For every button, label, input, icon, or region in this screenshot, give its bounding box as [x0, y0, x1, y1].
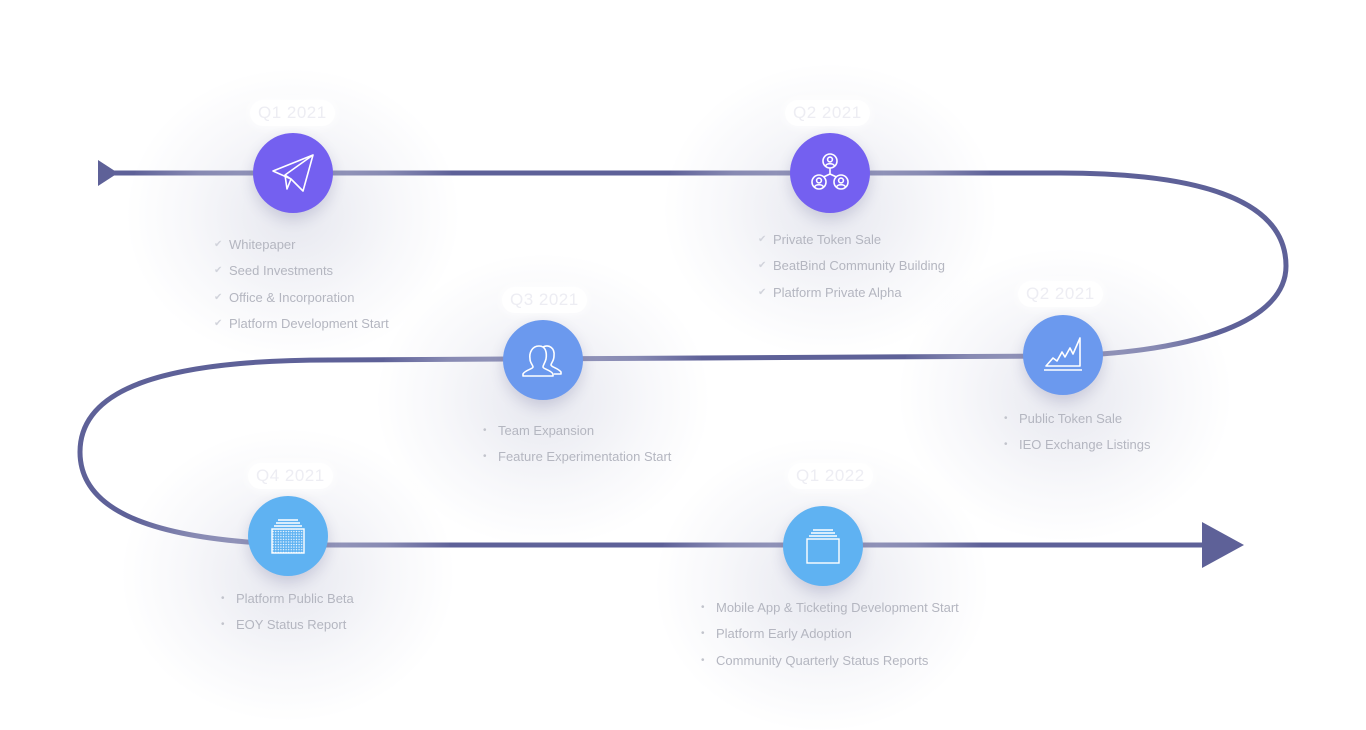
milestone-item: EOY Status Report	[221, 612, 354, 639]
milestone-node	[253, 133, 333, 213]
milestone-item: Seed Investments	[214, 258, 389, 285]
milestone-node	[248, 496, 328, 576]
milestone-items: Mobile App & Ticketing Development Start…	[701, 595, 959, 675]
paper-plane-icon	[272, 154, 314, 192]
milestone-item: Office & Incorporation	[214, 285, 389, 312]
milestone-node	[783, 506, 863, 586]
milestone-node	[1023, 315, 1103, 395]
network-users-icon	[811, 153, 849, 190]
quarter-label: Q4 2021	[248, 463, 333, 489]
milestone-item: Private Token Sale	[758, 227, 945, 254]
milestone-item: BeatBind Community Building	[758, 253, 945, 280]
milestone-node	[503, 320, 583, 400]
milestone-item: Feature Experimentation Start	[483, 444, 671, 471]
milestone-item: Platform Public Beta	[221, 586, 354, 613]
growth-chart-icon	[1044, 337, 1082, 371]
quarter-label: Q2 2021	[785, 100, 870, 126]
milestone-items: Whitepaper Seed Investments Office & Inc…	[214, 232, 389, 338]
dotted-screen-icon	[271, 519, 305, 554]
team-users-icon	[522, 345, 562, 377]
milestone-item: Whitepaper	[214, 232, 389, 259]
track-start-arrow	[98, 160, 118, 186]
track-line	[77, 170, 1289, 548]
milestone-item: IEO Exchange Listings	[1004, 432, 1151, 459]
milestone-items: Public Token Sale IEO Exchange Listings	[1004, 406, 1151, 459]
quarter-label: Q2 2021	[1018, 281, 1103, 307]
quarter-label: Q1 2021	[250, 100, 335, 126]
milestone-item: Community Quarterly Status Reports	[701, 648, 959, 675]
roadmap-track	[77, 160, 1289, 568]
milestone-item: Mobile App & Ticketing Development Start	[701, 595, 959, 622]
milestone-items: Private Token Sale BeatBind Community Bu…	[758, 227, 945, 307]
milestone-items: Platform Public Beta EOY Status Report	[221, 586, 354, 639]
milestone-item: Team Expansion	[483, 418, 671, 445]
quarter-label: Q1 2022	[788, 463, 873, 489]
milestone-item: Platform Early Adoption	[701, 621, 959, 648]
quarter-label: Q3 2021	[502, 287, 587, 313]
milestone-item: Platform Private Alpha	[758, 280, 945, 307]
track-end-arrow	[1202, 522, 1244, 568]
stacked-screen-icon	[806, 529, 840, 564]
milestone-node	[790, 133, 870, 213]
milestone-item: Platform Development Start	[214, 311, 389, 338]
milestone-items: Team Expansion Feature Experimentation S…	[483, 418, 671, 471]
milestone-item: Public Token Sale	[1004, 406, 1151, 433]
